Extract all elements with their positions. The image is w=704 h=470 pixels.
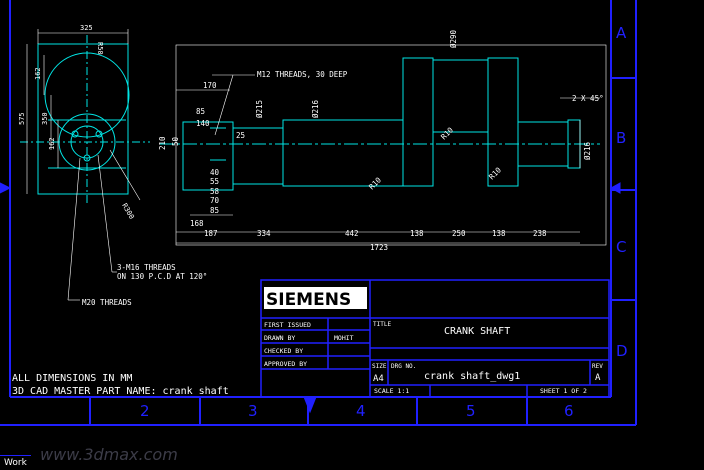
- approval-checked-by-label: CHECKED BY: [264, 347, 303, 355]
- zone-row-a: A: [616, 24, 627, 42]
- dim-len-250: 250: [452, 229, 466, 238]
- note-m16-line1: 3-M16 THREADS: [117, 263, 176, 272]
- note-units: ALL DIMENSIONS IN MM: [12, 373, 132, 384]
- end-view-notes: 3-M16 THREADS ON 130 P.C.D AT 120° M20 T…: [82, 263, 207, 307]
- approval-first-issued-label: FIRST ISSUED: [264, 321, 311, 329]
- end-view-dim-text: 325 575 162 350 162 R300 R50: [18, 24, 136, 221]
- dim-350: 350: [41, 112, 49, 125]
- dim-140: 140: [196, 119, 210, 128]
- end-view: [20, 35, 150, 205]
- zone-col-5: 5: [466, 402, 476, 420]
- scale-label: SCALE 1:1: [374, 387, 409, 395]
- sheet-label: SHEET 1 OF 2: [540, 387, 587, 395]
- dim-187: 187: [204, 229, 218, 238]
- dim-170: 170: [203, 81, 217, 90]
- dim-dia215: Ø215: [255, 100, 264, 118]
- zone-col-3: 3: [248, 402, 258, 420]
- dim-len-1723: 1723: [370, 243, 388, 252]
- sheet-border: [0, 0, 637, 426]
- watermark: www.3dmax.com: [40, 445, 178, 464]
- dim-r50: R50: [96, 42, 104, 55]
- general-notes: ALL DIMENSIONS IN MM 3D CAD MASTER PART …: [12, 373, 229, 397]
- zone-col-2: 2: [140, 402, 150, 420]
- note-m20: M20 THREADS: [82, 298, 132, 307]
- dim-stack-55: 55: [210, 177, 219, 186]
- title-block: [260, 279, 610, 398]
- dim-dia290: Ø290: [449, 29, 458, 48]
- zone-row-b: B: [616, 129, 626, 147]
- dim-162b: 162: [48, 137, 56, 150]
- dim-25: 25: [236, 131, 245, 140]
- size-value: A4: [373, 374, 384, 384]
- size-label: SIZE: [372, 363, 387, 370]
- dim-len-138b: 138: [492, 229, 506, 238]
- dim-325: 325: [80, 24, 93, 32]
- dim-len-334: 334: [257, 229, 271, 238]
- zone-row-d: D: [616, 342, 628, 360]
- dim-168: 168: [190, 219, 204, 228]
- dim-50: 50: [171, 136, 180, 146]
- shaft-front-view: [160, 44, 607, 246]
- dim-r10-b: R10: [367, 175, 383, 191]
- company-logo: SIEMENS: [266, 290, 351, 310]
- dim-len-138a: 138: [410, 229, 424, 238]
- rev-value: A: [595, 373, 601, 383]
- dim-210: 210: [158, 136, 167, 150]
- approval-drawn-by-label: DRAWN BY: [264, 334, 295, 342]
- logo-plate: [264, 287, 367, 309]
- dim-r300: R300: [120, 202, 135, 221]
- end-view-dimensions: [26, 29, 141, 301]
- title-label: TITLE: [373, 321, 391, 328]
- drg-no-label: DRG NO.: [391, 363, 416, 370]
- approval-approved-by-label: APPROVED BY: [264, 360, 307, 368]
- dim-575: 575: [18, 112, 26, 125]
- title-fields: TITLE CRANK SHAFT SIZE A4 DRG NO. crank …: [372, 321, 603, 395]
- dim-stack-40: 40: [210, 168, 220, 177]
- approval-rows: FIRST ISSUED DRAWN BY MOHIT CHECKED BY A…: [264, 321, 354, 368]
- dim-stack-58: 58: [210, 187, 220, 196]
- zone-labels: A B C D 2 3 4 5 6: [140, 24, 628, 420]
- dim-stack-85: 85: [210, 206, 219, 215]
- shaft-dim-text: M12 THREADS, 30 DEEP 170 85 140 210 50 2…: [158, 29, 604, 252]
- zone-col-4: 4: [356, 402, 366, 420]
- dim-r10-a: R10: [439, 125, 455, 141]
- zone-row-c: C: [616, 238, 626, 256]
- note-m16-line2: ON 130 P.C.D AT 120°: [117, 272, 207, 281]
- dim-dia216b: Ø216: [583, 141, 592, 160]
- rev-label: REV: [592, 363, 603, 370]
- note-chamfer: 2 X 45°: [572, 94, 604, 103]
- dim-r10-c: R10: [487, 165, 503, 181]
- dim-len-238: 238: [533, 229, 547, 238]
- dim-len-442: 442: [345, 229, 359, 238]
- drg-no-value: crank shaft_dwg1: [424, 371, 520, 382]
- shaft-dimensions: [176, 74, 600, 244]
- dim-dia216a: Ø216: [311, 99, 320, 118]
- note-m12: M12 THREADS, 30 DEEP: [257, 70, 348, 79]
- centering-marks: [0, 182, 621, 420]
- dim-162: 162: [34, 67, 42, 80]
- dim-85-top: 85: [196, 107, 205, 116]
- status-tab-work[interactable]: Work: [0, 455, 31, 470]
- title-value: CRANK SHAFT: [444, 326, 510, 337]
- zone-col-6: 6: [564, 402, 574, 420]
- approval-drawn-by-value: MOHIT: [334, 334, 354, 342]
- dim-stack-70: 70: [210, 196, 220, 205]
- note-master-part: 3D CAD MASTER PART NAME: crank shaft: [12, 386, 229, 397]
